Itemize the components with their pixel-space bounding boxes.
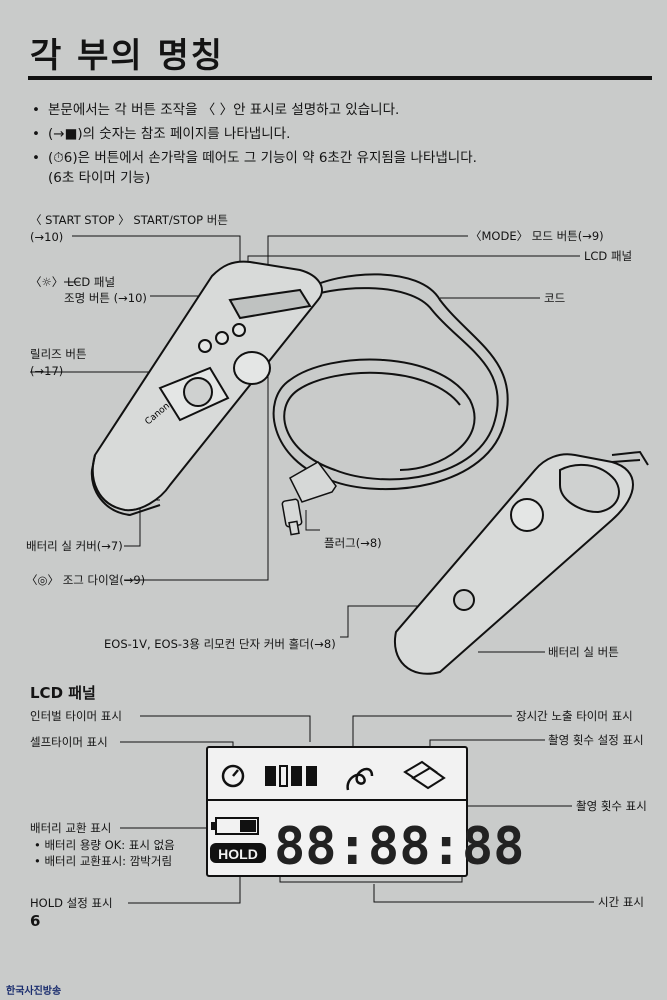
plug-label: 플러그(→8) <box>324 536 382 550</box>
lcd-digits: 88:88:88 <box>274 817 524 877</box>
terminal-holder-label: EOS-1V, EOS-3용 리모컨 단자 커버 홀더(→8) <box>104 637 336 651</box>
release-label: 릴리즈 버튼 <box>30 347 87 361</box>
hold-box <box>210 843 266 863</box>
mode-label: 〈MODE〉 모드 버튼(→9) <box>470 229 604 243</box>
hold-text: HOLD <box>218 846 258 862</box>
lcd-light-label2: 조명 버튼 (→10) <box>64 291 147 305</box>
lcd-section-title: LCD 패널 <box>30 684 96 702</box>
cord-label: 코드 <box>544 291 566 305</box>
lcd-panel-label: LCD 패널 <box>584 249 633 263</box>
footer-logo-text: 한국사진방송 <box>6 986 62 997</box>
interval-timer-icon <box>265 765 317 787</box>
start-stop-label: 〈 START STOP 〉 START/STOP 버튼 <box>30 213 228 227</box>
hold-setting-label: HOLD 설정 표시 <box>30 896 113 910</box>
self-timer-label: 셀프타이머 표시 <box>30 735 108 749</box>
bullet-note: (6초 타이머 기능) <box>48 170 151 186</box>
page-title: 각 부의 명칭 <box>30 36 225 76</box>
jog-dial-label: 〈◎〉 조그 다이얼(→9) <box>26 573 146 587</box>
long-exposure-icon <box>346 767 374 791</box>
release-ref: (→17) <box>30 364 64 378</box>
lcd-light-label: 〈☼〉 LCD 패널 <box>30 275 116 289</box>
self-timer-icon <box>221 764 245 788</box>
count-setting-icon <box>403 760 446 790</box>
start-stop-ref: (→10) <box>30 230 64 244</box>
interval-label: 인터벌 타이머 표시 <box>30 709 122 723</box>
battery-button-label: 배터리 실 버튼 <box>548 645 619 659</box>
battery-cover-label: 배터리 실 커버(→7) <box>26 539 123 553</box>
battery-replace-label: • 배터리 교환표시: 깜박거림 <box>34 854 173 868</box>
count-setting-label: 촬영 횟수 설정 표시 <box>548 733 644 747</box>
page-number: 6 <box>30 912 41 930</box>
bullet-item: (→■)의 숫자는 참조 페이지를 나타냅니다. <box>30 126 630 143</box>
bullet-list: 본문에서는 각 버튼 조작을 〈 〉안 표시로 설명하고 있습니다. (→■)의… <box>30 102 630 174</box>
battery-label: 배터리 교환 표시 <box>30 821 112 835</box>
title-rule <box>28 76 652 80</box>
count-label: 촬영 횟수 표시 <box>576 799 647 813</box>
bullet-item: 본문에서는 각 버튼 조작을 〈 〉안 표시로 설명하고 있습니다. <box>30 102 630 119</box>
battery-ok-label: • 배터리 용량 OK: 표시 없음 <box>34 838 175 852</box>
battery-icon <box>211 817 259 835</box>
long-exposure-label: 장시간 노출 타이머 표시 <box>516 709 633 723</box>
bullet-item: (⏱6)은 버튼에서 손가락을 떼어도 그 기능이 약 6초간 유지됨을 나타냅… <box>30 150 630 167</box>
time-label: 시간 표시 <box>598 895 644 909</box>
